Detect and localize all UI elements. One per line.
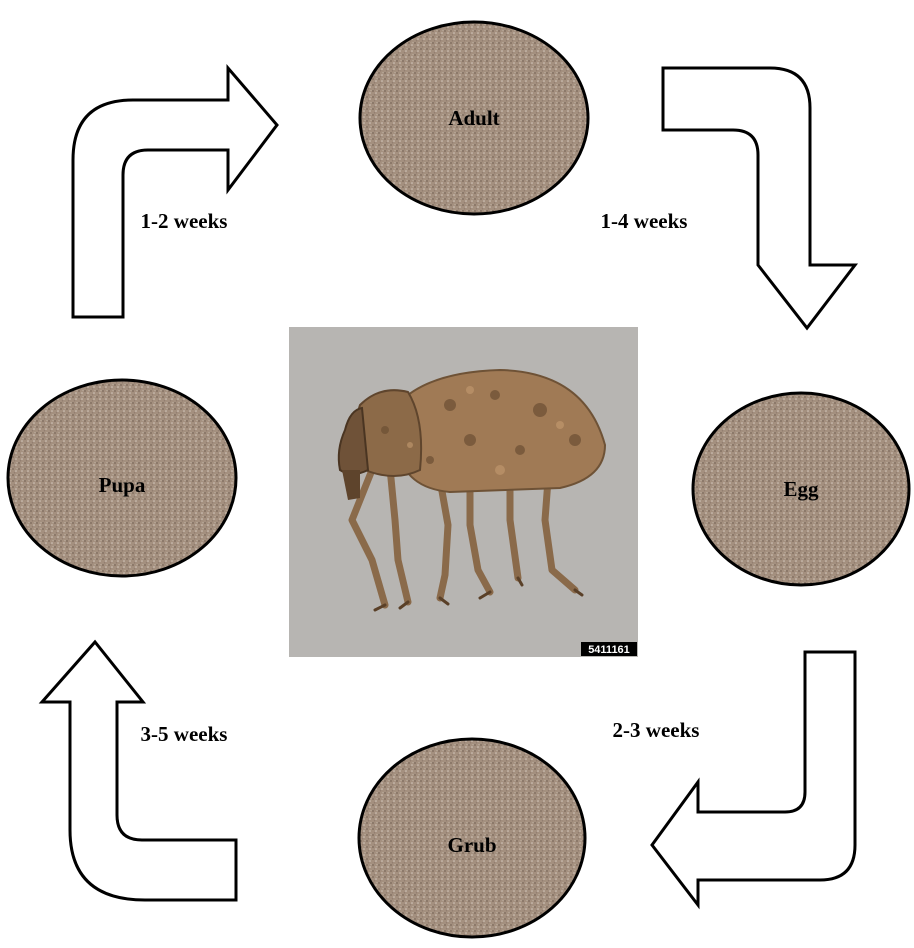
duration-pupa-to-adult: 1-2 weeks	[141, 209, 228, 233]
adult-label: Adult	[448, 106, 499, 130]
duration-egg-to-grub: 2-3 weeks	[613, 718, 700, 742]
stage-adult: Adult	[360, 22, 588, 214]
stage-egg: Egg	[693, 393, 909, 585]
arrow-pupa-to-adult	[73, 68, 277, 317]
arrow-egg-to-grub	[652, 652, 855, 905]
pupa-label: Pupa	[99, 473, 146, 497]
duration-adult-to-egg: 1-4 weeks	[601, 209, 688, 233]
egg-label: Egg	[783, 477, 819, 501]
stage-pupa: Pupa	[8, 380, 236, 576]
stage-grub: Grub	[359, 739, 585, 937]
weevil-photo: 5411161	[289, 327, 638, 657]
image-number: 5411161	[588, 644, 630, 656]
duration-grub-to-pupa: 3-5 weeks	[141, 722, 228, 746]
arrow-grub-to-pupa	[42, 642, 236, 900]
arrow-adult-to-egg	[663, 68, 855, 328]
grub-label: Grub	[447, 833, 496, 857]
